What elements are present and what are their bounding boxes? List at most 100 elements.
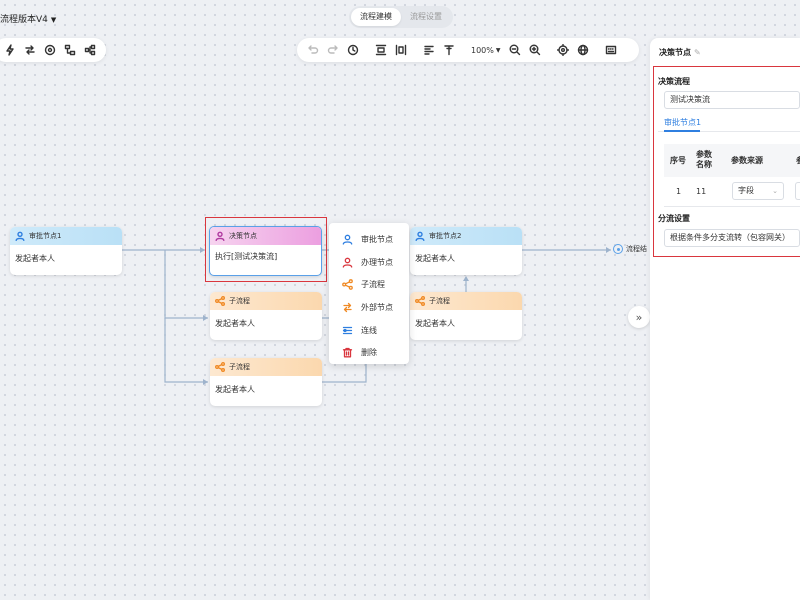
node-header: 子流程 bbox=[210, 358, 322, 376]
add-node-menu: 审批节点 办理节点 子流程 外部节点 连线 删除 bbox=[329, 223, 409, 364]
subflow-node-1[interactable]: 子流程 发起者本人 bbox=[210, 292, 322, 340]
process-version-title[interactable]: 流程版本V4▼ bbox=[0, 12, 56, 25]
decision-node-highlight bbox=[205, 217, 327, 282]
subflow-icon bbox=[342, 279, 353, 291]
zoom-in-icon[interactable] bbox=[525, 40, 545, 60]
column-header-overflow: 参 bbox=[796, 156, 800, 166]
subflow-node-2[interactable]: 子流程 发起者本人 bbox=[410, 292, 522, 340]
cell-param-name: 11 bbox=[696, 187, 707, 196]
tab-process-modeling[interactable]: 流程建模 bbox=[351, 8, 401, 26]
undo-icon[interactable] bbox=[303, 40, 323, 60]
node-header: 审批节点1 bbox=[10, 227, 122, 245]
approval-node-2[interactable]: 审批节点2 发起者本人 bbox=[410, 227, 522, 275]
align-left-icon[interactable] bbox=[419, 40, 439, 60]
subflow-icon bbox=[415, 296, 425, 306]
flow-connectors bbox=[121, 247, 611, 385]
redo-icon[interactable] bbox=[323, 40, 343, 60]
node-body: 发起者本人 bbox=[215, 319, 255, 328]
edit-icon[interactable]: ✎ bbox=[694, 48, 701, 57]
caret-down-icon: ▼ bbox=[50, 16, 57, 24]
user-icon bbox=[415, 231, 425, 241]
swap-icon bbox=[343, 302, 352, 313]
decision-flow-select[interactable]: 测试决策流 bbox=[664, 91, 800, 109]
branch-setting-select[interactable]: 根据条件多分支流转（包容网关） bbox=[664, 229, 800, 247]
keyboard-icon[interactable] bbox=[601, 40, 621, 60]
node-body: 发起者本人 bbox=[415, 254, 455, 263]
tree-icon[interactable] bbox=[80, 40, 100, 60]
locate-icon[interactable] bbox=[553, 40, 573, 60]
arrow-head bbox=[203, 379, 208, 385]
align-horizontal-icon[interactable] bbox=[391, 40, 411, 60]
target-icon[interactable] bbox=[40, 40, 60, 60]
double-chevron-right-icon: » bbox=[635, 310, 643, 324]
end-node-label: 流程结 bbox=[626, 245, 647, 253]
approval-node-1[interactable]: 审批节点1 发起者本人 bbox=[10, 227, 122, 275]
panel-title-text: 决策节点 bbox=[659, 48, 691, 57]
cell-index: 1 bbox=[676, 187, 682, 196]
menu-item-connect-line[interactable]: 连线 bbox=[329, 319, 409, 342]
zoom-out-icon[interactable] bbox=[505, 40, 525, 60]
subflow-icon bbox=[215, 362, 225, 372]
column-header-param-name: 参数名称 bbox=[696, 150, 712, 169]
arrow-head bbox=[200, 247, 205, 253]
edge-sub3-join bbox=[322, 355, 367, 383]
main-toolbar: 100%▼ bbox=[297, 38, 639, 62]
user-icon bbox=[215, 231, 225, 241]
swap-icon[interactable] bbox=[20, 40, 40, 60]
node-header: 审批节点2 bbox=[410, 227, 522, 245]
user-icon bbox=[342, 257, 353, 268]
node-header: 子流程 bbox=[210, 292, 322, 310]
menu-item-label: 连线 bbox=[361, 325, 377, 335]
zoom-level: 100% bbox=[471, 45, 494, 55]
end-circle-icon bbox=[613, 244, 623, 254]
tab-active-indicator bbox=[664, 130, 700, 132]
menu-item-label: 外部节点 bbox=[361, 302, 393, 312]
panel-highlight-frame bbox=[653, 66, 800, 257]
tab-divider bbox=[658, 131, 800, 132]
node-body: 发起者本人 bbox=[15, 254, 55, 263]
menu-item-subflow[interactable]: 子流程 bbox=[329, 273, 409, 296]
param-source-select[interactable]: 字段⌄ bbox=[732, 182, 784, 200]
param-source-value: 字段 bbox=[738, 186, 754, 195]
align-top-icon[interactable] bbox=[439, 40, 459, 60]
subflow-node-3[interactable]: 子流程 发起者本人 bbox=[210, 358, 322, 406]
branch-icon[interactable] bbox=[60, 40, 80, 60]
collapse-panel-button[interactable]: » bbox=[628, 306, 650, 328]
menu-item-handle-node[interactable]: 办理节点 bbox=[329, 251, 409, 274]
menu-item-external-node[interactable]: 外部节点 bbox=[329, 296, 409, 319]
node-header: 子流程 bbox=[410, 292, 522, 310]
node-header: 决策节点 bbox=[210, 227, 321, 245]
tab-process-settings[interactable]: 流程设置 bbox=[410, 12, 442, 21]
menu-item-label: 删除 bbox=[361, 348, 377, 358]
node-body: 执行[测试决策流] bbox=[215, 252, 278, 261]
node-title: 决策节点 bbox=[229, 232, 257, 240]
trash-icon bbox=[342, 348, 353, 358]
zoom-select[interactable]: 100%▼ bbox=[467, 46, 505, 55]
menu-item-delete[interactable]: 删除 bbox=[329, 341, 409, 364]
user-icon bbox=[342, 234, 353, 245]
table-row-divider bbox=[664, 206, 800, 207]
node-title: 子流程 bbox=[429, 297, 450, 305]
clock-icon[interactable] bbox=[343, 40, 363, 60]
tab-approval-node-1[interactable]: 审批节点1 bbox=[664, 118, 702, 127]
node-title: 子流程 bbox=[229, 363, 250, 371]
arrow-head bbox=[203, 315, 208, 321]
menu-item-approval-node[interactable]: 审批节点 bbox=[329, 228, 409, 251]
param-value-input[interactable] bbox=[795, 182, 800, 200]
decision-node[interactable]: 决策节点 执行[测试决策流] bbox=[209, 226, 322, 276]
node-title: 子流程 bbox=[229, 297, 250, 305]
arrow-head bbox=[463, 276, 469, 281]
param-table-header bbox=[664, 144, 800, 177]
lightning-icon[interactable] bbox=[0, 40, 20, 60]
left-toolbar bbox=[0, 38, 106, 62]
menu-item-label: 审批节点 bbox=[361, 234, 393, 244]
align-vertical-icon[interactable] bbox=[371, 40, 391, 60]
subflow-icon bbox=[215, 296, 225, 306]
end-node[interactable]: 流程结 bbox=[613, 244, 647, 254]
menu-item-label: 子流程 bbox=[361, 280, 385, 290]
decision-flow-label: 决策流程 bbox=[658, 77, 690, 86]
node-body: 发起者本人 bbox=[415, 319, 455, 328]
globe-icon[interactable] bbox=[573, 40, 593, 60]
menu-item-label: 办理节点 bbox=[361, 257, 393, 267]
node-title: 审批节点2 bbox=[429, 232, 462, 240]
